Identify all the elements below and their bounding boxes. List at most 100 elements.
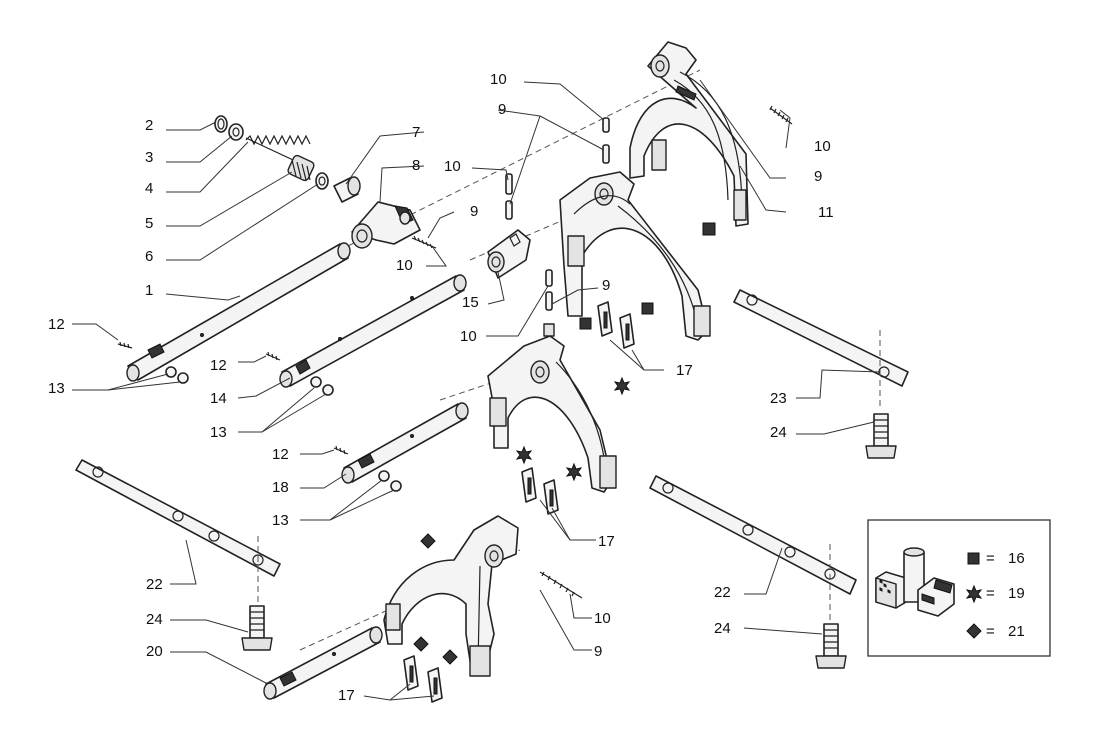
legend-equals: = xyxy=(986,623,995,640)
callout-12: 12 xyxy=(210,357,227,374)
bushing-7 xyxy=(333,176,361,203)
shift-fork-bottom xyxy=(383,515,519,677)
callout-24: 24 xyxy=(714,620,731,637)
callout-13: 13 xyxy=(48,380,65,397)
pin-12-a xyxy=(117,341,133,349)
plate-22-right xyxy=(649,475,857,595)
callout-10: 10 xyxy=(396,257,413,274)
callout-20: 20 xyxy=(146,643,163,660)
legend-diamond-icon xyxy=(966,623,982,639)
plate-22-left xyxy=(75,459,281,577)
shift-fork-middle xyxy=(559,171,711,341)
callout-9: 9 xyxy=(498,101,506,118)
pads-17-b xyxy=(521,467,559,515)
callout-12: 12 xyxy=(48,316,65,333)
callout-24: 24 xyxy=(146,611,163,628)
legend-star-icon xyxy=(965,584,983,604)
callout-6: 6 xyxy=(145,248,153,265)
callout-13: 13 xyxy=(272,512,289,529)
pin-9-mid xyxy=(505,200,513,220)
leader-lines xyxy=(72,79,881,701)
plate-23 xyxy=(733,289,909,387)
callout-5: 5 xyxy=(145,215,153,232)
callout-22: 22 xyxy=(714,584,731,601)
callout-22: 22 xyxy=(146,576,163,593)
legend-star-label: 19 xyxy=(1008,585,1025,602)
legend-equals: = xyxy=(986,550,995,567)
legend-equals: = xyxy=(986,585,995,602)
callout-17: 17 xyxy=(598,533,615,550)
pin-9-top xyxy=(602,144,610,164)
callout-7: 7 xyxy=(412,124,420,141)
bolt-24-right-upper xyxy=(865,330,897,459)
shift-fork-11 xyxy=(629,41,749,227)
callout-17: 17 xyxy=(338,687,355,704)
selector-block-8 xyxy=(351,201,421,249)
ring-2 xyxy=(214,115,228,133)
callout-numbers: 2 3 4 5 6 1 7 8 10 9 10 9 10 10 9 11 15 … xyxy=(48,71,834,704)
pin-12-b xyxy=(265,351,281,361)
callout-3: 3 xyxy=(145,149,153,166)
pads-17-c xyxy=(403,655,443,703)
callout-13: 13 xyxy=(210,424,227,441)
diamond-marker xyxy=(420,533,436,549)
callout-4: 4 xyxy=(145,180,153,197)
pin-10-top xyxy=(602,117,610,133)
callout-17: 17 xyxy=(676,362,693,379)
dog-15 xyxy=(487,229,531,279)
square-marker xyxy=(641,302,654,315)
pin-12-c xyxy=(333,445,349,455)
bolt-24-left xyxy=(241,536,273,651)
diamond-marker xyxy=(442,649,458,665)
axis-line-top xyxy=(329,69,701,256)
callout-14: 14 xyxy=(210,390,227,407)
callout-10: 10 xyxy=(490,71,507,88)
square-marker xyxy=(579,317,592,330)
callout-2: 2 xyxy=(145,117,153,134)
bolt-24-right-lower xyxy=(815,544,847,669)
tool-kit-illustration xyxy=(875,547,955,617)
callout-8: 8 xyxy=(412,157,420,174)
callout-9: 9 xyxy=(814,168,822,185)
balls-13-c xyxy=(378,470,402,492)
callout-11: 11 xyxy=(818,204,834,221)
legend-box: = 16 = 19 = 21 xyxy=(867,519,1051,657)
callout-9: 9 xyxy=(594,643,602,660)
pin-10-lower xyxy=(545,269,553,287)
callout-15: 15 xyxy=(462,294,479,311)
legend-diamond-label: 21 xyxy=(1008,623,1025,640)
square-marker xyxy=(702,222,716,236)
pin-9-bottom-fork xyxy=(539,571,583,599)
washer-3 xyxy=(228,123,244,141)
callout-9: 9 xyxy=(470,203,478,220)
callout-1: 1 xyxy=(145,282,153,299)
callout-18: 18 xyxy=(272,479,289,496)
shift-fork-lower xyxy=(487,323,617,493)
shaft-18 xyxy=(341,402,469,484)
balls-13-a xyxy=(165,366,189,384)
pin-9-lower xyxy=(545,291,553,311)
callout-10: 10 xyxy=(594,610,611,627)
callout-9: 9 xyxy=(602,277,610,294)
callout-12: 12 xyxy=(272,446,289,463)
diamond-marker xyxy=(413,636,429,652)
shaft-1 xyxy=(126,242,351,382)
star-marker xyxy=(515,445,533,465)
ring-6 xyxy=(315,172,329,190)
shaft-14 xyxy=(279,274,467,388)
shaft-20 xyxy=(263,626,383,700)
callout-10: 10 xyxy=(814,138,831,155)
balls-13-b xyxy=(310,376,334,396)
spring-5 xyxy=(287,154,315,182)
star-marker xyxy=(613,376,631,396)
callout-24: 24 xyxy=(770,424,787,441)
pin-10-right xyxy=(769,105,793,125)
pads-17-a xyxy=(597,301,635,349)
legend-square-icon xyxy=(967,552,980,565)
callout-10: 10 xyxy=(444,158,461,175)
legend-square-label: 16 xyxy=(1008,550,1025,567)
callout-10: 10 xyxy=(460,328,477,345)
star-marker xyxy=(565,462,583,482)
